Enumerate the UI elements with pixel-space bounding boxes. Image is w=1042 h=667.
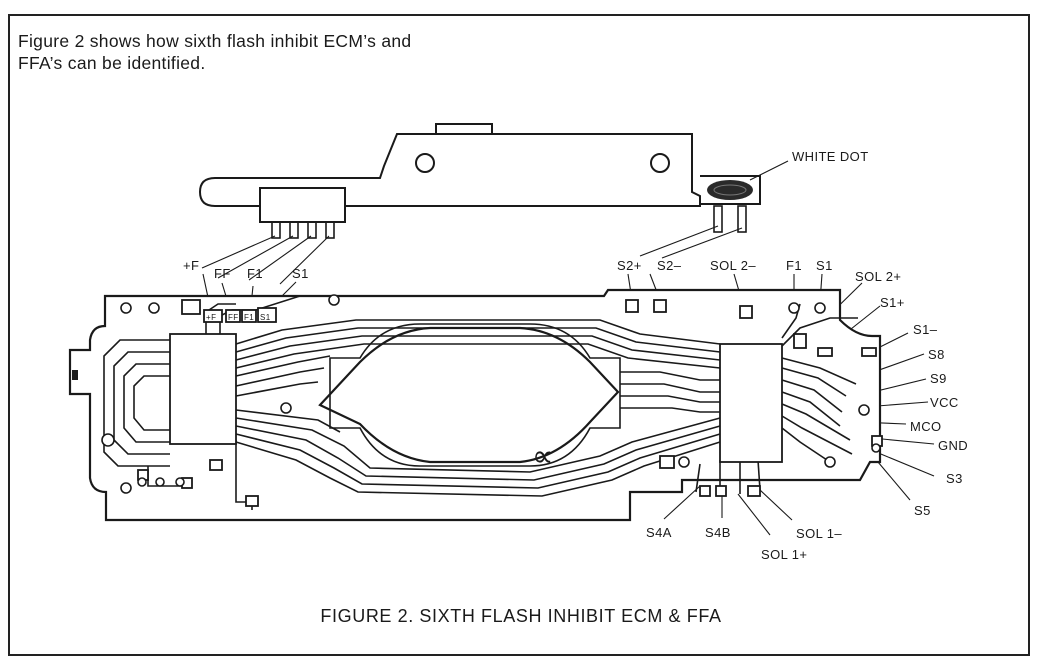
label-plus-f: +F — [183, 258, 199, 273]
ic-chip-left — [169, 333, 237, 445]
label-sol1-minus: SOL 1– — [796, 526, 842, 541]
pad-ff — [225, 309, 241, 323]
label-sol1-plus: SOL 1+ — [761, 547, 807, 562]
intro-text: Figure 2 shows how sixth flash inhibit E… — [18, 30, 411, 74]
pad-s1 — [257, 307, 277, 323]
label-f1-right: F1 — [786, 258, 802, 273]
label-gnd: GND — [938, 438, 968, 453]
flash-bar-assembly — [198, 123, 761, 223]
figure-frame — [8, 14, 1030, 656]
label-s4a: S4A — [646, 525, 672, 540]
label-s9: S9 — [930, 371, 947, 386]
flash-bar-leads — [271, 205, 747, 239]
label-s1-plus: S1+ — [880, 295, 905, 310]
pad-plus-f — [203, 309, 223, 323]
callout-labels: WHITE DOT +F FF F1 S1 S2+ S2– SOL 2– F1 … — [183, 149, 968, 562]
label-mco: MCO — [910, 419, 942, 434]
label-sol2-plus: SOL 2+ — [855, 269, 901, 284]
pad-label-f1: F1 — [244, 313, 254, 322]
pad-f1 — [241, 309, 257, 323]
label-sol2-minus: SOL 2– — [710, 258, 756, 273]
label-s2-minus: S2– — [657, 258, 682, 273]
pad-label-ff: FF — [228, 313, 239, 322]
white-dot-marker — [707, 180, 753, 200]
label-s3: S3 — [946, 471, 963, 486]
label-vcc: VCC — [930, 395, 959, 410]
intro-line-2: FFA’s can be identified. — [18, 53, 206, 73]
pcb-holes — [101, 294, 881, 494]
label-s1-left: S1 — [292, 266, 309, 281]
label-s5: S5 — [914, 503, 931, 518]
figure-caption: FIGURE 2. SIXTH FLASH INHIBIT ECM & FFA — [320, 606, 722, 626]
label-ff: FF — [214, 266, 231, 281]
label-s1-right: S1 — [816, 258, 833, 273]
label-s1-minus: S1– — [913, 322, 938, 337]
pad-labels: +F FF F1 S1 — [206, 313, 271, 322]
label-f1-left: F1 — [247, 266, 263, 281]
intro-line-1: Figure 2 shows how sixth flash inhibit E… — [18, 31, 412, 51]
label-white-dot: WHITE DOT — [792, 149, 869, 164]
label-s2-plus: S2+ — [617, 258, 642, 273]
pcb-components — [137, 299, 883, 507]
label-s8: S8 — [928, 347, 945, 362]
ic-chip-right — [719, 343, 783, 463]
pad-label-plus-f: +F — [206, 313, 216, 322]
alpha-symbol: ∝ — [532, 440, 554, 473]
label-s4b: S4B — [705, 525, 731, 540]
pad-label-s1: S1 — [260, 313, 271, 322]
